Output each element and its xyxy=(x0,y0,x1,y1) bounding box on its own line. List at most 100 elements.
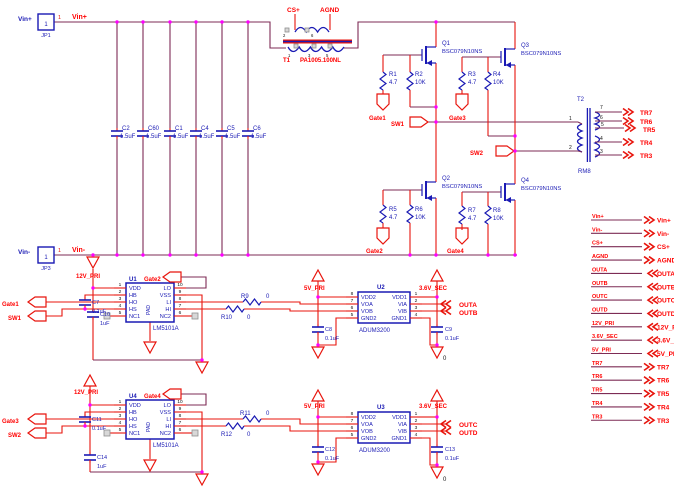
u4-ic-rpin-num-7: 7 xyxy=(179,420,182,426)
gnd-under-c8 xyxy=(310,346,326,360)
u2-ic-lpin-name-VDD2: VDD2 xyxy=(361,295,376,301)
t2-primary-coil xyxy=(576,123,584,153)
gate2-bottom-label: Gate2 xyxy=(366,249,383,255)
t2-pin2: 2 xyxy=(569,145,572,151)
u4-nc2-square xyxy=(191,429,199,437)
portlist-netname-TR4: TR4 xyxy=(592,401,603,407)
u1-ic-rpin-num-8: 8 xyxy=(179,296,182,302)
t1-ref: T1 xyxy=(283,58,291,64)
gate3-top-label: Gate3 xyxy=(449,116,466,122)
u2-ic-rpin-num-1: 1 xyxy=(415,291,418,297)
c9-ref: C9 xyxy=(445,327,452,333)
q2-part: BSC079N10NS xyxy=(442,184,482,190)
gate4-bottom-label: Gate4 xyxy=(447,249,464,255)
wire-60 xyxy=(181,276,207,289)
portlist-label-Vin-: Vin- xyxy=(657,231,669,238)
portlist-in-chevron-OUTB-1 xyxy=(646,282,654,291)
portlist-label-3.6V_SEC: 3.6V_SEC xyxy=(657,338,674,345)
net-3v6-sec-bot: 3.6V_SEC xyxy=(419,404,448,410)
r5-resistor xyxy=(378,204,387,224)
u3-ic-rpin-num-3: 3 xyxy=(415,425,418,431)
q3-mosfet-source-arrow xyxy=(505,62,511,68)
u1-ic-rpin-num-7: 7 xyxy=(179,303,182,309)
gate1-top-port xyxy=(376,93,390,111)
junction-dot-32 xyxy=(316,415,320,419)
u1-ic-lpin-name-NC1: NC1 xyxy=(129,314,140,320)
u1-ic-lpin-num-1: 1 xyxy=(119,282,122,288)
r1-resistor xyxy=(378,71,387,91)
net-vin-plus: Vin+ xyxy=(72,14,87,21)
portlist-netname-TR3: TR3 xyxy=(592,414,602,420)
c11-val: 0.1uF xyxy=(92,426,107,432)
u2-ic-lpin-num-5: 5 xyxy=(351,312,354,318)
u4-ic-rpin-num-6: 6 xyxy=(179,427,182,433)
portlist-label-OUTC: OUTC xyxy=(657,298,674,305)
net-5v-pri-bot: 5V_PRI xyxy=(304,404,325,410)
u3-ic-lpin-num-8: 8 xyxy=(351,411,354,417)
junction-dot-29 xyxy=(88,403,92,407)
outc-chevron-1 xyxy=(439,419,447,429)
u2-ic-lpin-name-VOA: VOA xyxy=(361,302,373,308)
junction-dot-31 xyxy=(200,470,204,474)
portlist-in-chevron-5V_PRI-1 xyxy=(646,349,654,358)
portlist-out-chevron-CS+-0 xyxy=(643,242,651,251)
junction-dot-10 xyxy=(513,149,517,153)
r2-resistor xyxy=(405,71,414,91)
junction-dot-16 xyxy=(220,253,224,257)
tr5-chevron-0 xyxy=(624,123,632,133)
tr3-chevron-0 xyxy=(622,150,630,160)
gate1-left-label: Gate1 xyxy=(2,302,19,308)
portlist-netname-CS+: CS+ xyxy=(592,241,603,247)
q4-ref: Q4 xyxy=(521,178,530,184)
t1-part: PA1005.100NL xyxy=(300,58,341,64)
u3-ic-lpin-num-5: 5 xyxy=(351,432,354,438)
junction-dot-24 xyxy=(200,358,204,362)
c10-ref: C10 xyxy=(100,312,110,318)
r3-ref: R3 xyxy=(468,72,476,78)
portlist-label-TR7: TR7 xyxy=(657,364,670,371)
u4-ic-lpin-num-5: 5 xyxy=(119,427,122,433)
u2-ic-lpin-name-GND2: GND2 xyxy=(361,316,377,322)
r3-val: 4.7 xyxy=(468,80,477,86)
sw1-node-port xyxy=(409,116,430,128)
u4-ic-rpin-name-NC2: NC2 xyxy=(160,431,171,437)
junction-dot-15 xyxy=(194,253,198,257)
u4-ic-rpin-num-9: 9 xyxy=(179,406,182,412)
u4-gate4-label: Gate4 xyxy=(144,394,161,400)
r7-val: 4.7 xyxy=(468,216,477,222)
u3-ic-lpin-name-VOA: VOA xyxy=(361,422,373,428)
portlist-in-chevron-12V_PRI-1 xyxy=(646,322,654,331)
u4-ic-rpin-name-LI: LI xyxy=(166,417,171,423)
gate2-bottom-port xyxy=(376,227,390,245)
u1-ic-lpin-name-HB: HB xyxy=(129,293,137,299)
u3-ic-lpin-num-6: 6 xyxy=(351,425,354,431)
u4-ic-lpin-num-2: 2 xyxy=(119,406,122,412)
portlist-in-chevron-3.6V_SEC-0 xyxy=(651,335,659,345)
r10-resistor xyxy=(225,305,245,314)
portlist-out-chevron-CS+-1 xyxy=(648,242,656,251)
jp3-box xyxy=(37,246,55,264)
portlist-in-chevron-12V_PRI-0 xyxy=(651,322,659,331)
junction-dot-34 xyxy=(435,415,439,419)
junction-dot-17 xyxy=(246,253,250,257)
r12-ref: R12 xyxy=(221,432,233,438)
portlist-netname-TR6: TR6 xyxy=(592,374,602,380)
junction-dot-6 xyxy=(434,20,438,24)
portlist-label-Vin+: Vin+ xyxy=(657,218,671,225)
portlist-out-chevron-AGND-0 xyxy=(643,255,651,265)
c13-val: 0.1uF xyxy=(445,456,460,462)
u2-ic-lpin-num-8: 8 xyxy=(351,291,354,297)
u3-ic-rpin-num-2: 2 xyxy=(415,418,418,424)
junction-dot-30 xyxy=(83,424,87,428)
wire-0 xyxy=(54,21,286,49)
t2-ref: T2 xyxy=(577,97,585,103)
u1-ic-lpin-num-4: 4 xyxy=(119,303,122,309)
t1-pad-c xyxy=(293,43,299,49)
wire-63 xyxy=(261,301,346,305)
u4-ic-rpin-name-HI: HI xyxy=(165,424,171,430)
portlist-label-TR4: TR4 xyxy=(657,404,670,411)
portlist-out-chevron-TR6-1 xyxy=(648,376,656,385)
u1-ic-rpin-num-9: 9 xyxy=(179,289,182,295)
u1-ic-rpin-name-LI: LI xyxy=(166,300,171,306)
c4-val: 1.5uF xyxy=(199,134,215,140)
